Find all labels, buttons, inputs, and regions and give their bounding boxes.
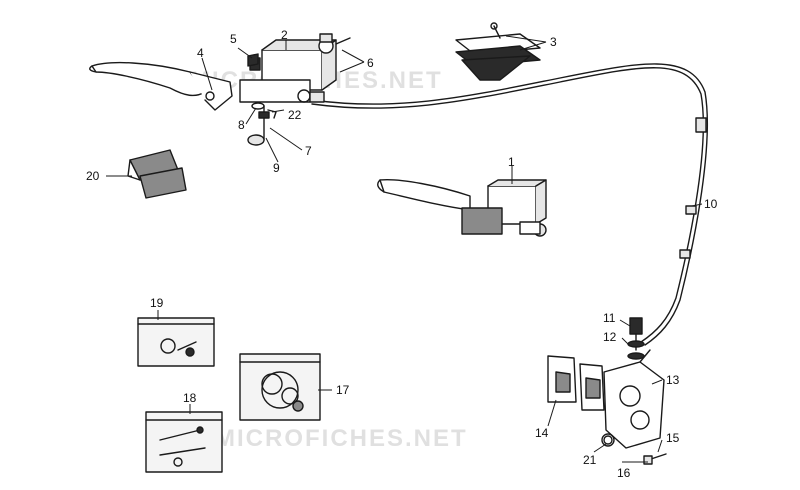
callout-21: 21 [583,453,597,467]
brake-hose [311,63,708,346]
callout-4: 4 [197,46,204,60]
seal-kit-19 [137,317,215,367]
callout-10: 10 [704,197,718,211]
washer-8 [251,102,265,110]
callout-12: 12 [603,330,617,344]
master-cylinder-assembly-1 [377,178,547,237]
nut-9 [247,134,265,146]
callout-7: 7 [305,144,312,158]
caliper-pads-14 [547,355,605,411]
callout-2: 2 [281,28,288,42]
brake-caliper-13 [603,349,665,449]
seal-kit-17 [239,353,321,421]
callout-3: 3 [550,35,557,49]
callout-14: 14 [535,426,549,440]
callout-17: 17 [336,383,350,397]
callout-13: 13 [666,373,680,387]
callout-labels: 1 2 3 4 5 6 7 8 9 10 11 12 13 14 15 16 1… [86,28,718,480]
callout-22: 22 [288,108,302,122]
callout-20: 20 [86,169,100,183]
bolt-7 [258,105,270,141]
caliper-bolt-16 [643,453,667,465]
callout-8: 8 [238,118,245,132]
reservoir-cover-3 [455,22,541,81]
washer-21 [601,433,615,447]
brake-lever-4 [89,61,233,111]
callout-19: 19 [150,296,164,310]
clip-22 [267,109,277,119]
brake-pads-20 [127,149,187,199]
callout-16: 16 [617,466,631,480]
callout-18: 18 [183,391,197,405]
callout-11: 11 [603,311,616,325]
callout-1: 1 [508,155,515,169]
leader-lines [106,35,703,463]
watermark-bottom: MICROFICHES.NET [215,425,468,452]
callout-5: 5 [230,32,237,46]
callout-15: 15 [666,431,680,445]
repair-kit-18 [145,411,223,473]
callout-6: 6 [367,56,374,70]
callout-9: 9 [273,161,280,175]
